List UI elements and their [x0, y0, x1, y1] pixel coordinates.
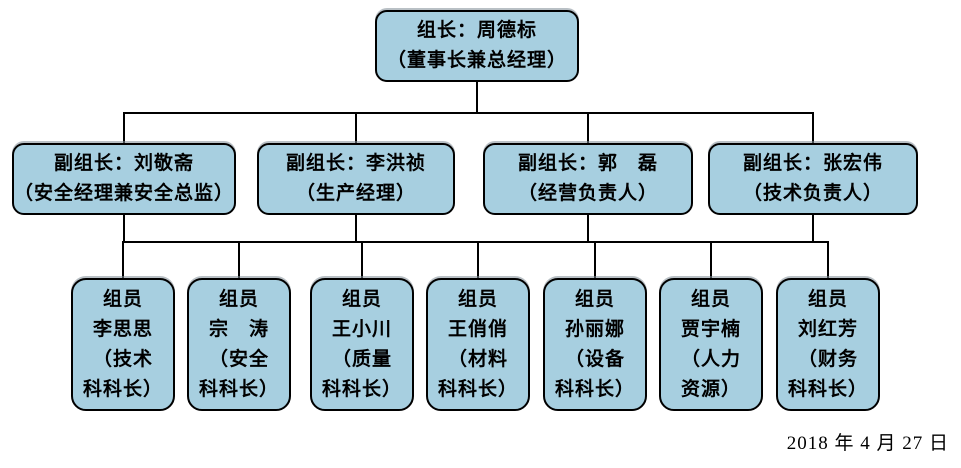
deputy-role-line: （安全经理兼安全总监） [14, 183, 235, 204]
connector-drop-member-4 [477, 241, 479, 278]
deputy-role-line: （生产经理） [295, 183, 416, 204]
member-dept-line2: 科科长） [321, 378, 402, 400]
connector-drop-deputy-2 [355, 112, 357, 143]
org-node-deputy-4: 副组长：张宏伟 （技术负责人） [708, 143, 918, 215]
org-node-member-6: 组员 贾宇楠 （人力 资源） [659, 278, 763, 411]
connector-drop-member-1 [122, 241, 124, 278]
member-name: 刘红芳 [797, 318, 858, 340]
member-dept-line2: 科科长） [198, 378, 279, 400]
member-dept-line2: 资源） [680, 378, 741, 400]
connector-drop-deputy-4 [812, 112, 814, 143]
leader-title-line: 组长：周德标 [416, 20, 537, 41]
org-node-member-4: 组员 王俏俏 （材料 科科长） [426, 278, 530, 411]
member-role: 组员 [341, 288, 382, 310]
deputy-role-line: （经营负责人） [517, 183, 658, 204]
org-node-member-5: 组员 孙丽娜 （设备 科科长） [543, 278, 647, 411]
connector-level2-bus-line [123, 112, 814, 114]
member-name: 贾宇楠 [680, 318, 741, 340]
member-dept-line2: 科科长） [437, 378, 518, 400]
connector-stem-deputy-2 [355, 215, 357, 243]
member-dept-line1: （财务 [797, 348, 858, 370]
connector-drop-deputy-3 [587, 112, 589, 143]
connector-drop-member-2 [238, 241, 240, 278]
member-dept-line2: 科科长） [82, 378, 163, 400]
member-dept-line2: 科科长） [787, 378, 868, 400]
connector-stem-deputy-3 [587, 215, 589, 243]
org-node-deputy-1: 副组长：刘敬斋 （安全经理兼安全总监） [12, 143, 236, 215]
member-name: 孙丽娜 [564, 318, 625, 340]
leader-role-line: （董事长兼总经理） [386, 50, 567, 71]
org-node-member-2: 组员 宗 涛 （安全 科科长） [187, 278, 291, 411]
member-dept-line1: （质量 [331, 348, 392, 370]
member-name: 王小川 [331, 318, 392, 340]
member-role: 组员 [102, 288, 143, 310]
connector-drop-member-3 [361, 241, 363, 278]
deputy-title-line: 副组长：张宏伟 [742, 153, 883, 174]
member-name: 王俏俏 [447, 318, 508, 340]
org-node-leader: 组长：周德标 （董事长兼总经理） [375, 10, 579, 82]
connector-stem-deputy-1 [123, 215, 125, 243]
connector-trunk-line [476, 82, 478, 114]
member-name: 李思思 [92, 318, 153, 340]
deputy-role-line: （技术负责人） [742, 183, 883, 204]
connector-drop-member-5 [594, 241, 596, 278]
member-role: 组员 [457, 288, 498, 310]
deputy-title-line: 副组长：郭 磊 [517, 153, 658, 174]
member-dept-line1: （材料 [447, 348, 508, 370]
org-node-member-7: 组员 刘红芳 （财务 科科长） [776, 278, 880, 411]
member-dept-line1: （安全 [208, 348, 269, 370]
member-name: 宗 涛 [208, 318, 269, 340]
connector-stem-deputy-4 [812, 215, 814, 243]
member-role: 组员 [574, 288, 615, 310]
org-node-deputy-2: 副组长：李洪祯 （生产经理） [257, 143, 455, 215]
connector-drop-member-7 [827, 241, 829, 278]
member-dept-line1: （人力 [680, 348, 741, 370]
org-node-member-1: 组员 李思思 （技术 科科长） [71, 278, 175, 411]
member-role: 组员 [807, 288, 848, 310]
deputy-title-line: 副组长：李洪祯 [285, 153, 426, 174]
org-node-deputy-3: 副组长：郭 磊 （经营负责人） [483, 143, 693, 215]
member-dept-line1: （技术 [92, 348, 153, 370]
member-role: 组员 [218, 288, 259, 310]
member-dept-line1: （设备 [564, 348, 625, 370]
connector-drop-member-6 [710, 241, 712, 278]
member-dept-line2: 科科长） [554, 378, 635, 400]
deputy-title-line: 副组长：刘敬斋 [53, 153, 194, 174]
connector-level3-bus-line [122, 241, 829, 243]
org-node-member-3: 组员 王小川 （质量 科科长） [310, 278, 414, 411]
member-role: 组员 [690, 288, 731, 310]
connector-drop-deputy-1 [123, 112, 125, 143]
date-label: 2018 年 4 月 27 日 [786, 433, 949, 454]
